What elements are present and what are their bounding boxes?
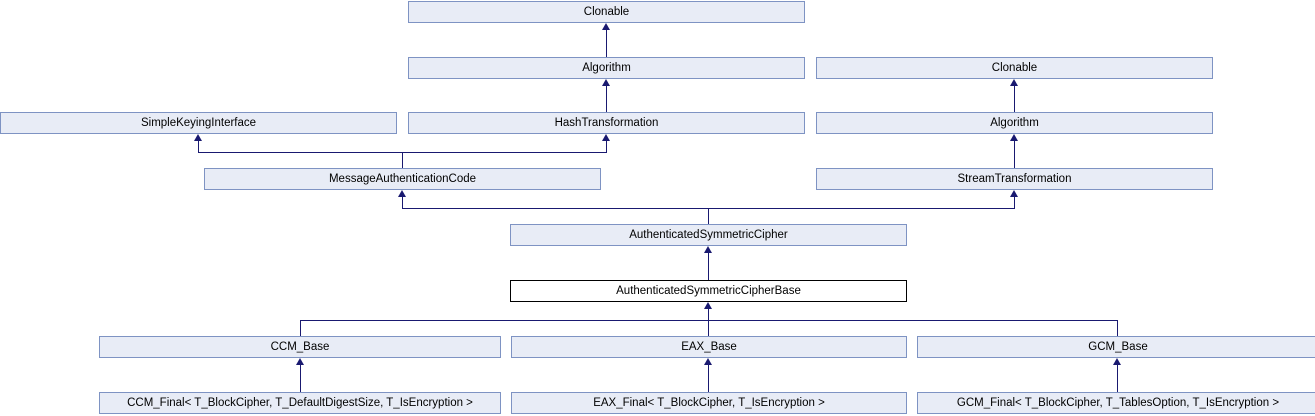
arrow-up-icon — [1010, 190, 1018, 197]
edge-line — [1014, 140, 1015, 168]
node-message-authentication-code[interactable]: MessageAuthenticationCode — [204, 168, 601, 190]
node-hash-transformation[interactable]: HashTransformation — [408, 112, 805, 134]
arrow-up-icon — [602, 79, 610, 86]
arrow-up-icon — [1010, 134, 1018, 141]
node-algorithm-right[interactable]: Algorithm — [816, 112, 1213, 134]
edge-line — [1014, 85, 1015, 112]
edge-line — [300, 364, 301, 392]
edge-line — [606, 85, 607, 112]
arrow-up-icon — [1113, 358, 1121, 365]
arrow-up-icon — [1010, 79, 1018, 86]
node-gcm-base[interactable]: GCM_Base — [917, 336, 1315, 358]
edge-line — [708, 308, 709, 336]
arrow-up-icon — [602, 23, 610, 30]
arrow-up-icon — [704, 302, 712, 309]
edge-line — [402, 196, 403, 208]
edge-line — [708, 208, 709, 224]
arrow-up-icon — [602, 134, 610, 141]
edge-line — [708, 252, 709, 280]
node-gcm-final[interactable]: GCM_Final< T_BlockCipher, T_TablesOption… — [917, 392, 1315, 414]
node-authenticated-symmetric-cipher-base: AuthenticatedSymmetricCipherBase — [510, 280, 907, 302]
node-authenticated-symmetric-cipher[interactable]: AuthenticatedSymmetricCipher — [510, 224, 907, 246]
node-simple-keying-interface[interactable]: SimpleKeyingInterface — [0, 112, 397, 134]
arrow-up-icon — [398, 190, 406, 197]
arrow-up-icon — [704, 358, 712, 365]
node-eax-base[interactable]: EAX_Base — [511, 336, 907, 358]
node-ccm-final[interactable]: CCM_Final< T_BlockCipher, T_DefaultDiges… — [99, 392, 501, 414]
edge-line — [198, 140, 199, 152]
arrow-up-icon — [704, 246, 712, 253]
edge-line — [1117, 364, 1118, 392]
edge-line — [708, 364, 709, 392]
edge-line — [300, 320, 301, 336]
arrow-up-icon — [194, 134, 202, 141]
edge-line — [606, 29, 607, 57]
node-ccm-base[interactable]: CCM_Base — [99, 336, 501, 358]
node-clonable-top[interactable]: Clonable — [408, 1, 805, 23]
node-algorithm-left[interactable]: Algorithm — [408, 57, 805, 79]
edge-line — [1117, 320, 1118, 336]
arrow-up-icon — [296, 358, 304, 365]
node-clonable-right[interactable]: Clonable — [816, 57, 1213, 79]
edge-line — [300, 320, 1118, 321]
edge-line — [402, 152, 403, 168]
edge-line — [606, 140, 607, 152]
node-eax-final[interactable]: EAX_Final< T_BlockCipher, T_IsEncryption… — [511, 392, 907, 414]
node-stream-transformation[interactable]: StreamTransformation — [816, 168, 1213, 190]
edge-line — [1014, 196, 1015, 208]
